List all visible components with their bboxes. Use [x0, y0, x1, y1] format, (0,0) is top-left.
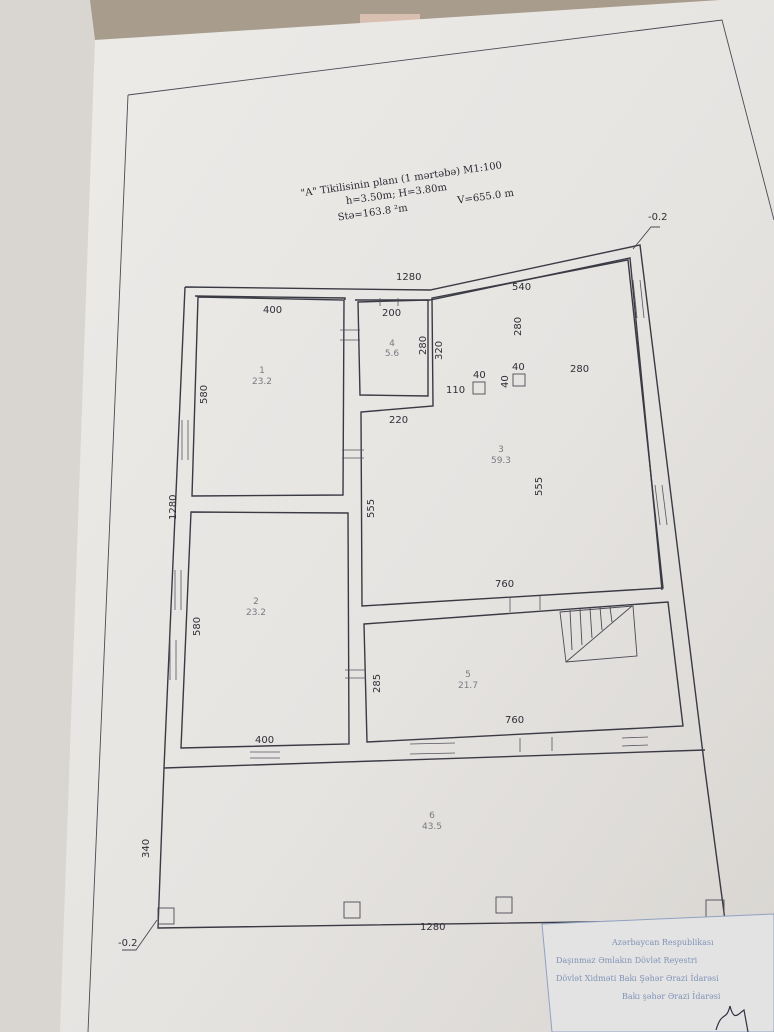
- dim-room-c-height: 580: [192, 617, 203, 636]
- room-1-number: 1: [259, 366, 265, 376]
- room-1-area: 23.2: [252, 377, 272, 387]
- room-4-number: 4: [389, 339, 395, 349]
- staircase: [559, 605, 638, 663]
- stamp-line-1: Azərbaycan Respublikası: [611, 938, 714, 947]
- official-stamp: Azərbaycan Respublikası Daşınmaz Əmlakın…: [541, 913, 774, 1032]
- room-3-number: 3: [498, 445, 504, 455]
- openings: [169, 279, 668, 759]
- dim-room-a-height: 580: [199, 385, 210, 404]
- dim-hall-280: 280: [513, 317, 524, 336]
- paper-sheet: [60, 0, 774, 1032]
- signature-mark: [715, 1005, 749, 1032]
- room-1-outline: [191, 296, 345, 497]
- room-3-area: 59.3: [491, 456, 511, 466]
- dim-col-c: 40: [500, 375, 511, 388]
- stamp-line-4: Bakı şəhər Ərazi İdarəsi: [622, 992, 721, 1001]
- dim-hall-555-right: 555: [534, 477, 545, 496]
- drawing-frame: [127, 19, 774, 221]
- room-6-area: 43.5: [422, 822, 442, 832]
- dim-room-b-height: 280: [418, 336, 429, 355]
- stamp-line-3: Dövlət Xidməti Bakı Şəhər Ərazi İdarəsi: [556, 974, 719, 983]
- dim-room-e-height: 285: [372, 674, 383, 693]
- dim-hall-320: 320: [434, 341, 445, 360]
- dim-room-e-width: 760: [505, 715, 524, 726]
- dim-room-a-width: 400: [263, 305, 282, 316]
- level-mark-top: [632, 226, 660, 250]
- dim-hall-555-left: 555: [366, 499, 377, 518]
- dim-col-110: 110: [446, 385, 465, 396]
- column-corner-left: [157, 907, 175, 925]
- terrace-top-wall: [163, 749, 706, 769]
- dim-left-total: 1280: [168, 495, 179, 520]
- column-1: [472, 381, 486, 395]
- dim-hall-top: 540: [512, 282, 531, 293]
- dim-bottom-total: 1280: [420, 922, 445, 933]
- dim-col-a: 40: [473, 370, 486, 381]
- room-5-number: 5: [465, 670, 471, 680]
- drawing-frame-left: [87, 94, 129, 1032]
- room-3-outline: [360, 259, 664, 607]
- column-mid-right: [495, 896, 513, 914]
- left-page-edge: [0, 0, 110, 1032]
- dim-hall-right: 280: [570, 364, 589, 375]
- dim-room-c-width: 400: [255, 735, 274, 746]
- room-2-area: 23.2: [246, 608, 266, 618]
- level-mark-bottom: [122, 919, 158, 951]
- room-2-outline: [180, 511, 350, 749]
- room-4-outline: [357, 299, 429, 397]
- dimension-labels: 1280 400 200 540 280 220 760 760 400 128…: [141, 272, 589, 933]
- room-4-area: 5.6: [385, 349, 400, 359]
- room-2-number: 2: [253, 597, 259, 607]
- dim-top-total: 1280: [396, 272, 421, 283]
- stamp-line-2: Daşınmaz Əmlakın Dövlət Reyestri: [556, 956, 698, 965]
- dim-terrace-height: 340: [141, 839, 152, 858]
- room-labels: 1 23.2 2 23.2 3 59.3 4 5.6 5 21.7 6 43.5: [246, 339, 511, 832]
- room-6-number: 6: [429, 811, 435, 821]
- level-top-label: -0.2: [648, 212, 668, 223]
- dim-hall-220: 220: [389, 415, 408, 426]
- dim-room-b-width: 200: [382, 308, 401, 319]
- room-5-outline: [363, 601, 684, 743]
- room-5-area: 21.7: [458, 681, 478, 691]
- level-bottom-label: -0.2: [118, 938, 138, 949]
- column-2: [512, 373, 526, 387]
- dim-col-b: 40: [512, 362, 525, 373]
- column-mid-left: [343, 901, 361, 919]
- dim-hall-760: 760: [495, 579, 514, 590]
